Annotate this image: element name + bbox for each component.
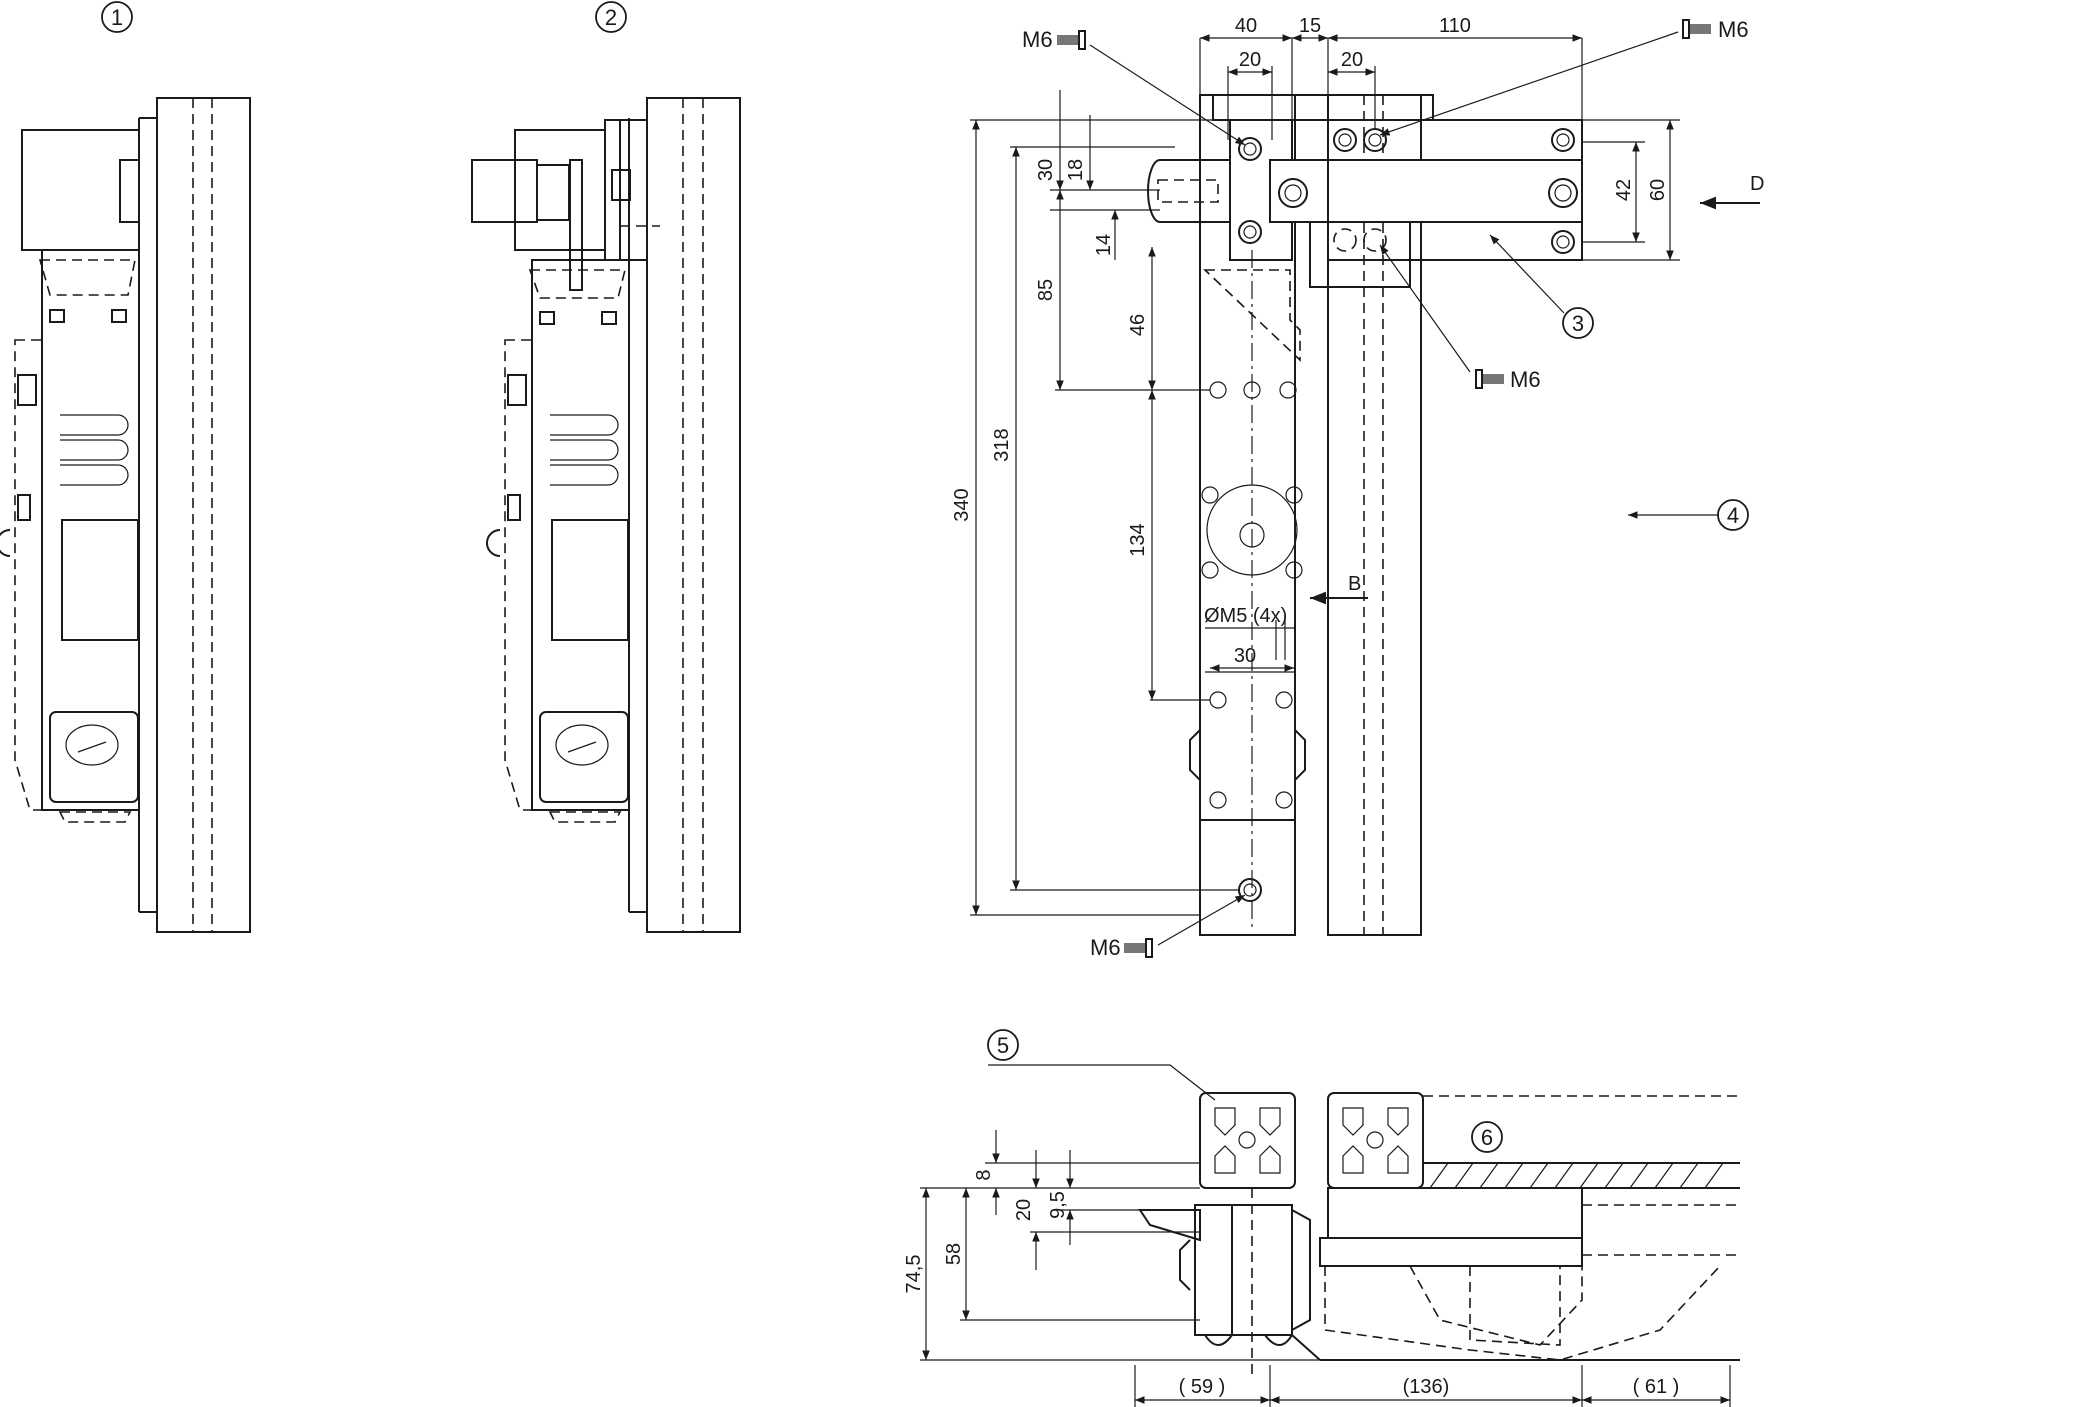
svg-text:85: 85 <box>1035 279 1057 301</box>
screw-m6-top-right: M6 <box>1379 17 1749 136</box>
svg-text:8: 8 <box>973 1169 995 1180</box>
svg-text:20: 20 <box>1239 49 1261 71</box>
callout-4: 4 <box>1628 499 1749 531</box>
svg-text:ØM5 (4x): ØM5 (4x) <box>1204 605 1287 627</box>
svg-text:110: 110 <box>1439 15 1471 37</box>
callout-2-label: 2 <box>605 5 617 30</box>
screw-m6-bottom: M6 <box>1090 894 1246 960</box>
plan-view: 5 6 <box>987 1029 1740 1380</box>
svg-text:74,5: 74,5 <box>903 1255 925 1294</box>
svg-text:B: B <box>1348 573 1361 595</box>
actuator-bar <box>1269 159 1583 223</box>
svg-text:46: 46 <box>1127 314 1149 336</box>
svg-text:15: 15 <box>1299 15 1321 37</box>
svg-text:58: 58 <box>943 1243 965 1265</box>
plan-view-dimensions: 8 20 9,5 58 74,5 ( 59 ) (136) ( 61 ) <box>903 1130 1731 1407</box>
svg-text:30: 30 <box>1035 159 1057 181</box>
svg-text:60: 60 <box>1647 179 1669 201</box>
view-2-side: 2 <box>471 1 741 933</box>
callout-1-label: 1 <box>111 5 123 30</box>
svg-text:20: 20 <box>1013 1199 1035 1221</box>
svg-text:( 59 ): ( 59 ) <box>1179 1376 1226 1398</box>
svg-text:14: 14 <box>1093 234 1115 256</box>
svg-text:(136): (136) <box>1403 1376 1450 1398</box>
screw-label: M6 <box>1022 27 1053 52</box>
switch-body-2 <box>531 259 630 811</box>
callout-2-circle <box>595 1 627 33</box>
svg-text:318: 318 <box>991 428 1013 461</box>
svg-text:4: 4 <box>1727 503 1739 528</box>
screw-m6-middle: M6 <box>1379 244 1541 392</box>
svg-text:134: 134 <box>1127 523 1149 556</box>
svg-text:( 61 ): ( 61 ) <box>1633 1376 1680 1398</box>
front-view <box>1147 94 1583 936</box>
callout-3: 3 <box>1489 234 1594 339</box>
screw-heads <box>1238 128 1578 902</box>
view-1-side: 1 <box>0 1 251 933</box>
svg-text:340: 340 <box>951 488 973 521</box>
view-arrow-d: D <box>1700 173 1764 210</box>
screw-label: M6 <box>1510 367 1541 392</box>
svg-text:3: 3 <box>1572 311 1584 336</box>
top-dimensions: 40 15 110 20 20 <box>1199 15 1583 160</box>
aluminium-profile-2 <box>646 97 741 933</box>
svg-text:18: 18 <box>1065 159 1087 181</box>
svg-text:D: D <box>1750 173 1764 195</box>
view-arrow-b: B <box>1310 573 1368 605</box>
svg-text:42: 42 <box>1613 179 1635 201</box>
svg-text:30: 30 <box>1234 645 1256 667</box>
screw-label: M6 <box>1090 935 1121 960</box>
svg-text:5: 5 <box>997 1033 1009 1058</box>
actuator-head-2 <box>514 129 606 251</box>
profile-section-left <box>1199 1092 1296 1189</box>
callout-1-circle <box>101 1 133 33</box>
svg-text:6: 6 <box>1481 1125 1493 1150</box>
profile-section-right <box>1327 1092 1424 1189</box>
left-dimensions: 30 18 14 85 46 134 318 340 <box>951 90 1240 916</box>
svg-text:20: 20 <box>1341 49 1363 71</box>
actuator-head-1 <box>21 129 140 251</box>
right-dimensions: 42 60 <box>1582 119 1680 261</box>
aluminium-profile-1 <box>156 97 251 933</box>
svg-text:40: 40 <box>1235 15 1257 37</box>
actuator-tongue <box>1147 159 1231 223</box>
screw-m6-top-left: M6 <box>1022 27 1246 146</box>
switch-body-1 <box>41 249 140 811</box>
svg-text:9,5: 9,5 <box>1047 1191 1069 1219</box>
hole-note: ØM5 (4x) 30 <box>1204 605 1295 672</box>
screw-label: M6 <box>1718 17 1749 42</box>
